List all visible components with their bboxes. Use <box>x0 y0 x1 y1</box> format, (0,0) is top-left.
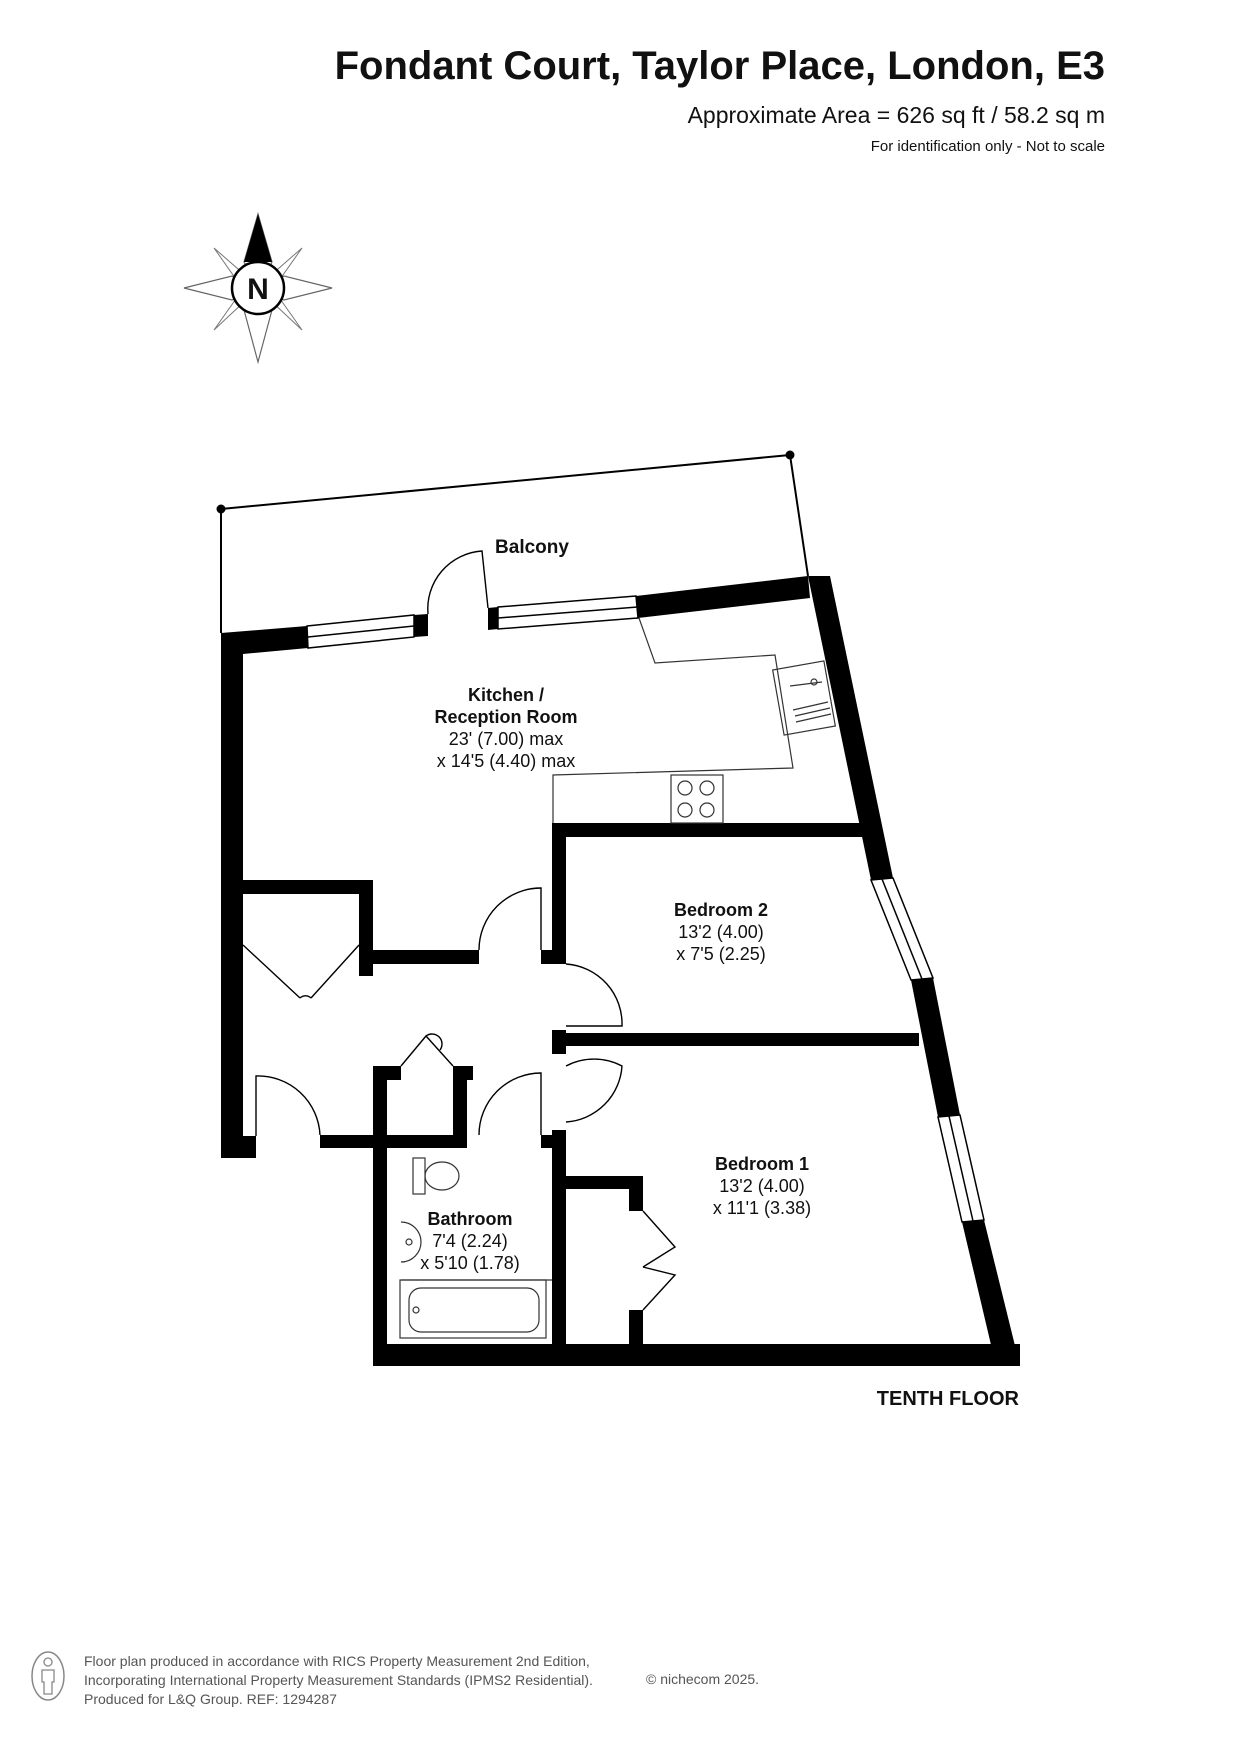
hob-icon <box>670 774 724 824</box>
windows <box>306 595 985 1223</box>
scale-disclaimer: For identification only - Not to scale <box>870 138 1105 155</box>
copyright-brand: © nichecom 2025. <box>646 1671 760 1687</box>
footer-line-2: Incorporating International Property Mea… <box>84 1672 593 1688</box>
kitchen-dim-1: 23' (7.00) max <box>449 729 564 749</box>
room-label-kitchen: Kitchen / Reception Room 23' (7.00) max … <box>434 685 577 771</box>
doors <box>242 550 677 1311</box>
property-title: Fondant Court, Taylor Place, London, E3 <box>334 44 1105 88</box>
bedroom2-dim-2: x 7'5 (2.25) <box>676 944 765 964</box>
walls <box>221 576 1020 1366</box>
bedroom1-dim-2: x 11'1 (3.38) <box>713 1198 811 1218</box>
floor-label: TENTH FLOOR <box>877 1388 1020 1410</box>
toilet-icon <box>412 1157 460 1195</box>
bedroom2-dim-1: 13'2 (4.00) <box>678 922 764 942</box>
bedroom1-dim-1: 13'2 (4.00) <box>719 1176 805 1196</box>
bathroom-name: Bathroom <box>428 1209 513 1229</box>
room-label-bedroom1: Bedroom 1 13'2 (4.00) x 11'1 (3.38) <box>713 1154 811 1218</box>
bedroom1-name: Bedroom 1 <box>715 1154 809 1174</box>
footer-notes: Floor plan produced in accordance with R… <box>84 1652 593 1709</box>
footer-line-1: Floor plan produced in accordance with R… <box>84 1653 590 1669</box>
kitchen-name-2: Reception Room <box>434 707 577 727</box>
bedroom2-name: Bedroom 2 <box>674 900 768 920</box>
sink-icon <box>771 660 837 736</box>
balcony-name: Balcony <box>495 537 569 558</box>
person-scale-icon <box>31 1651 65 1701</box>
kitchen-fixtures <box>552 617 837 824</box>
balcony-outline <box>216 450 809 633</box>
bathroom-fixtures <box>399 1157 552 1339</box>
area-summary: Approximate Area = 626 sq ft / 58.2 sq m <box>687 102 1105 128</box>
kitchen-name-1: Kitchen / <box>468 685 544 705</box>
bathroom-dim-2: x 5'10 (1.78) <box>420 1253 520 1273</box>
compass-north-label: N <box>247 273 269 306</box>
kitchen-dim-2: x 14'5 (4.40) max <box>437 751 576 771</box>
room-label-bathroom: Bathroom 7'4 (2.24) x 5'10 (1.78) <box>420 1209 520 1273</box>
bath-icon <box>399 1279 547 1339</box>
bathroom-dim-1: 7'4 (2.24) <box>432 1231 507 1251</box>
compass-rose-icon: N <box>183 211 333 365</box>
room-label-balcony: Balcony <box>495 537 569 558</box>
basin-icon <box>400 1221 422 1263</box>
room-label-bedroom2: Bedroom 2 13'2 (4.00) x 7'5 (2.25) <box>674 900 768 964</box>
footer-line-3: Produced for L&Q Group. REF: 1294287 <box>84 1691 337 1707</box>
